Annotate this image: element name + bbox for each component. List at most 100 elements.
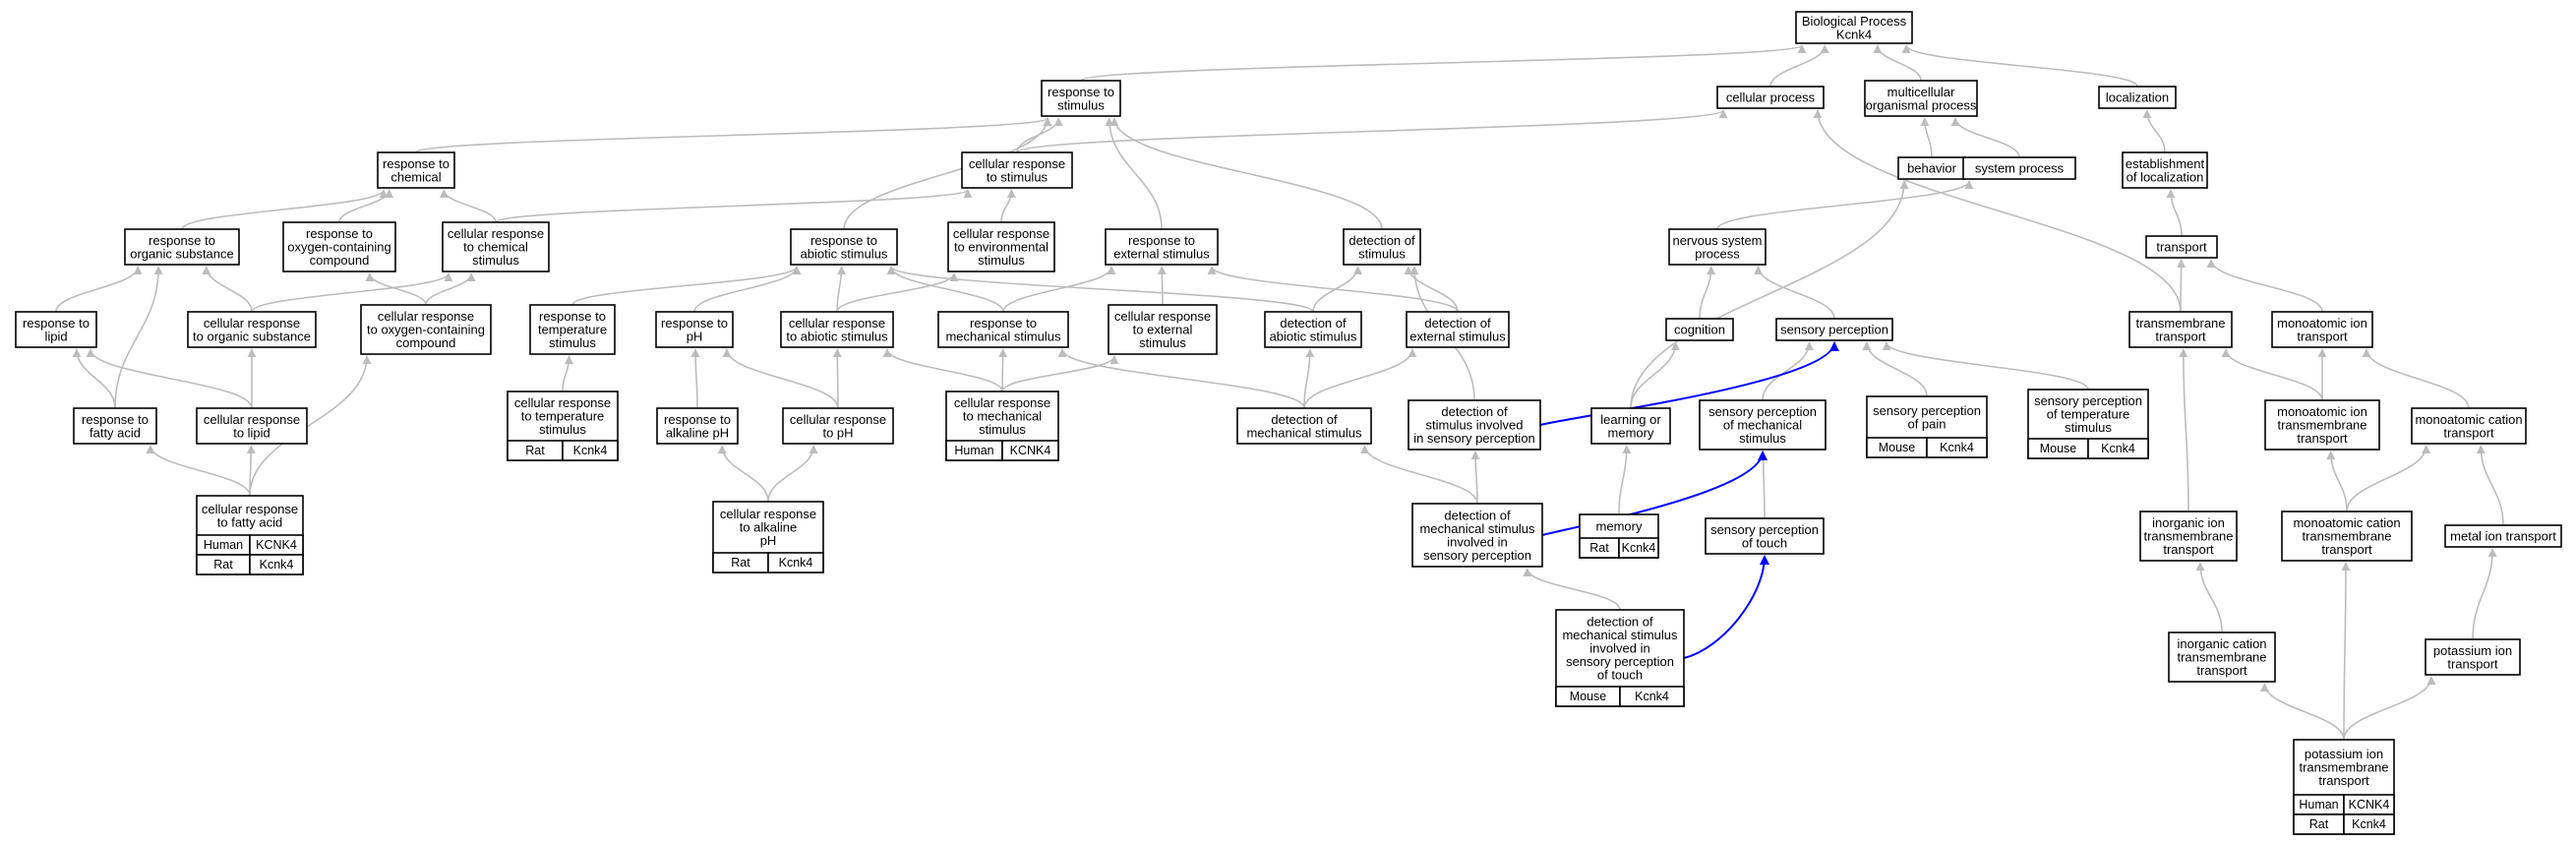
ortholog-cell-human (1001, 440, 1059, 461)
edge-layer (55, 44, 2504, 741)
term-box (1590, 407, 1671, 445)
term-node-sp[interactable]: sensory perception (1775, 318, 1893, 341)
highlight-edge-dmsisp-to-spms (1541, 451, 1767, 536)
term-node-trans[interactable]: transport (2145, 235, 2218, 259)
term-label-line: transport (2297, 431, 2348, 446)
term-node-kitt[interactable]: potassium iontransmembranetransportHuman… (2293, 739, 2395, 835)
term-label-line: cellular response (1114, 309, 1211, 324)
term-box (360, 304, 492, 355)
term-box (782, 407, 894, 445)
edge-ictt-to-iitt (2195, 562, 2223, 633)
edge-mitt-to-tmt (2221, 348, 2323, 401)
term-node-cp[interactable]: cellular process (1716, 86, 1825, 109)
term-node-mit2[interactable]: metal ion transport (2444, 524, 2562, 548)
gene-label: Kcnk4 (1622, 541, 1656, 555)
term-label-line: stimulus (549, 335, 596, 350)
term-label-line: detection of (1587, 615, 1653, 630)
highlight-edge-dmsispt-to-spt (1683, 555, 1769, 659)
term-node-beh[interactable]: behavior (1897, 156, 1966, 180)
term-label-line: to temperature (521, 409, 605, 424)
term-box (15, 311, 97, 348)
term-box (961, 151, 1073, 189)
ortholog-cell-rat (249, 554, 304, 575)
species-label: Rat (213, 558, 233, 571)
term-label-line: transport (2447, 656, 2498, 671)
edge-sp-to-nsp (1754, 266, 1835, 320)
term-label-line: stimulus involved (1426, 418, 1524, 433)
term-label-line: potassium ion (2305, 747, 2383, 761)
term-label-line: oxygen-containing (287, 240, 391, 255)
term-box (196, 407, 308, 445)
term-node-loc[interactable]: localization (2098, 86, 2177, 109)
term-box (1665, 318, 1734, 341)
term-node-sysp[interactable]: system process (1962, 156, 2076, 180)
edge-crtes2-to-rtes (1157, 266, 1167, 306)
term-label-line: inorganic cation (2177, 636, 2266, 651)
species-label: Human (204, 538, 243, 552)
edge-lom-to-cog (1630, 341, 1680, 409)
term-label-line: chemical (390, 169, 441, 184)
term-label-line: sensory perception (1566, 654, 1674, 669)
term-label-line: cellular response (202, 502, 298, 516)
term-box (2271, 311, 2373, 348)
term-box (1668, 228, 1767, 266)
term-node-cog[interactable]: cognition (1665, 318, 1734, 341)
edge-rtas-to-rts (843, 117, 1052, 230)
term-label-line: organismal process (1866, 97, 1977, 112)
term-label-line: response to (23, 316, 90, 331)
edge-spms-to-sp (1762, 341, 1814, 401)
gene-label: Kcnk4 (1635, 690, 1669, 703)
term-label-line: transport (2297, 329, 2348, 343)
